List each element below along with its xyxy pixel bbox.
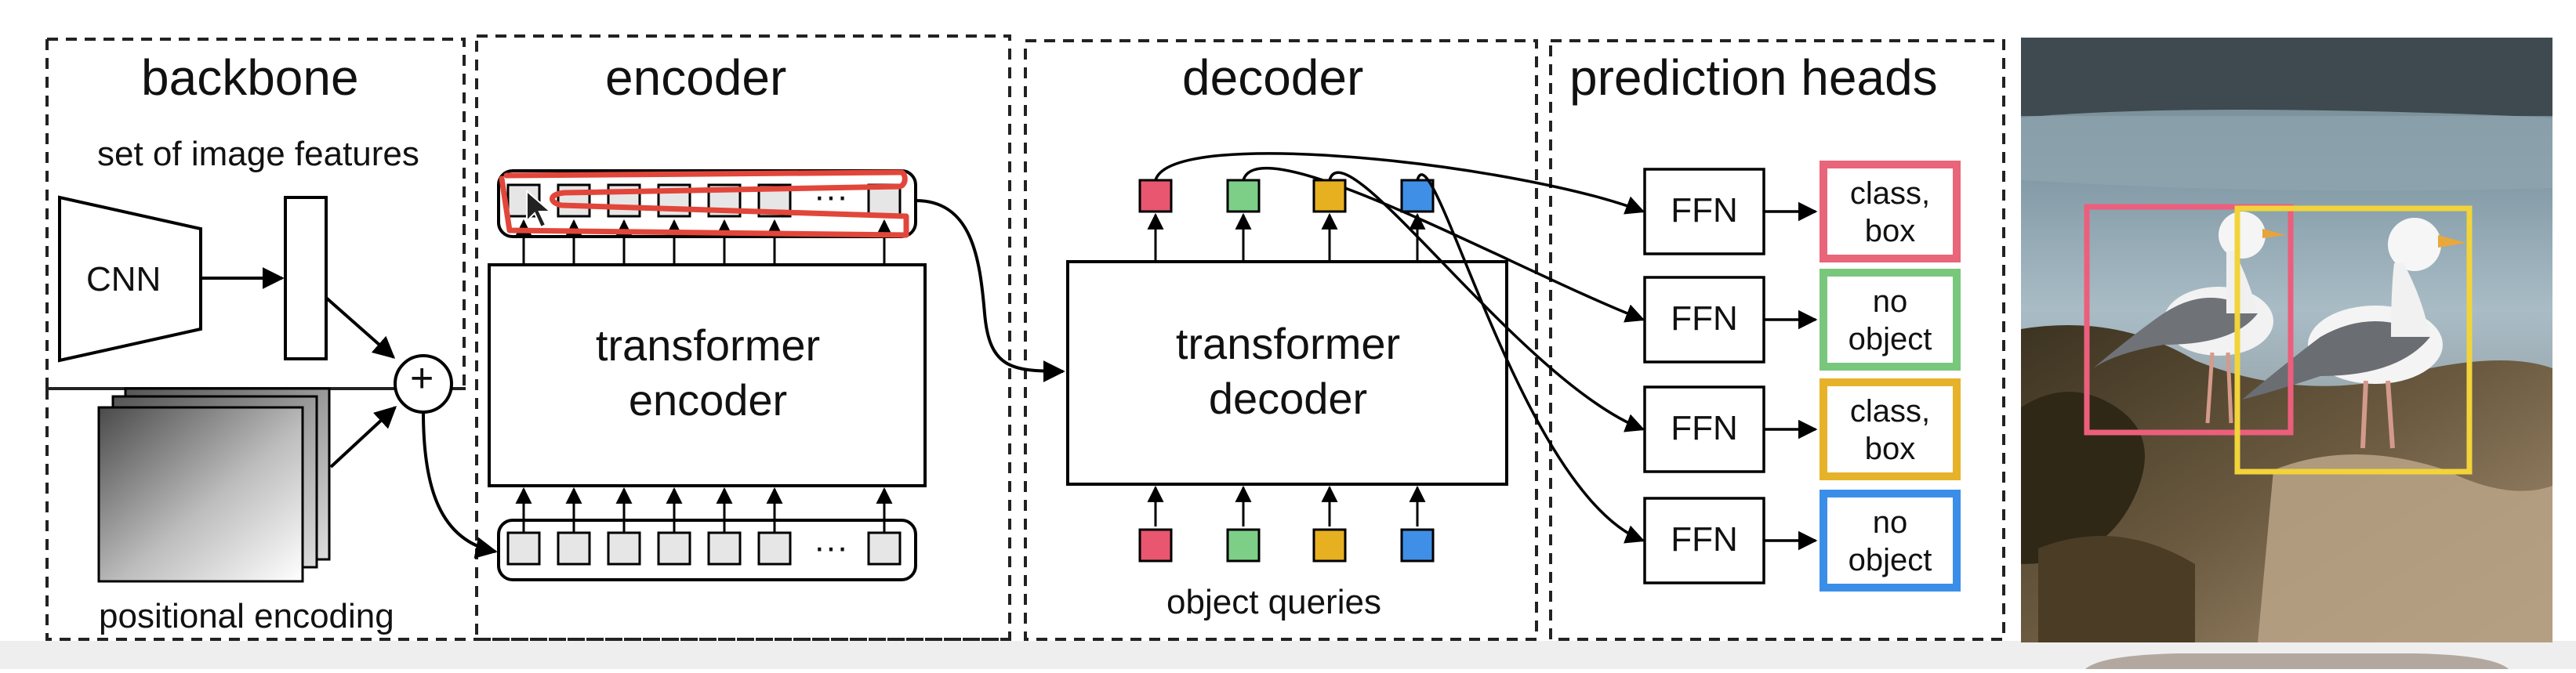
plus-symbol: + [410, 356, 434, 401]
features-label: set of image features [97, 135, 419, 173]
encoder-top-ellipsis: ··· [814, 177, 848, 215]
decoder-to-ffn-arrow [1416, 173, 1645, 544]
encoder-title: encoder [605, 49, 787, 106]
object-query-square [1400, 528, 1435, 563]
arrow-plus-to-encoder-input [422, 411, 498, 559]
decoder-frame [1024, 39, 1538, 641]
prediction-label-line2: object [1848, 543, 1932, 577]
decoder-output-square [1226, 179, 1261, 213]
ffn-label: FFN [1671, 409, 1738, 447]
arrow-pos-to-plus [329, 406, 397, 469]
ffn-label: FFN [1671, 299, 1738, 338]
decoder-queries-and-outputs [1138, 152, 1645, 563]
arrow-features-to-plus [325, 296, 396, 359]
prediction-output-box [1820, 269, 1961, 371]
prediction-label-line1: no [1872, 505, 1908, 540]
bottom-capsule [2085, 653, 2509, 669]
ffn-label: FFN [1671, 520, 1738, 559]
arrow-encoder-to-decoder [915, 199, 1065, 382]
decoder-to-ffn-arrow [1328, 171, 1645, 432]
prediction-label-line2: box [1864, 214, 1916, 248]
decoder-output-square [1138, 179, 1173, 213]
decoder-output-square [1312, 179, 1347, 213]
ffn-block [1643, 276, 1765, 364]
prediction-label-line2: object [1848, 322, 1932, 356]
decoder-block-line1: transformer [1175, 319, 1401, 368]
encoder-input-token [607, 531, 641, 566]
encoder-bottom-ellipsis: ··· [814, 528, 848, 566]
transformer-encoder-block [488, 263, 927, 487]
decoder-block-line2: decoder [1208, 374, 1368, 423]
prediction-heads-group [1643, 161, 1961, 592]
positional-encoding-label: positional encoding [99, 597, 394, 635]
encoder-input-strip [497, 519, 917, 581]
prediction-output-box [1820, 161, 1961, 262]
pos-layer-1 [97, 406, 304, 583]
prediction-label-line1: class, [1849, 176, 1931, 211]
encoder-input-token [757, 531, 792, 566]
prediction-label-line2: box [1864, 432, 1916, 466]
backbone-frame [47, 38, 466, 389]
decoder-to-ffn-arrow [1154, 152, 1645, 215]
encoder-output-token [557, 183, 591, 218]
mouse-cursor-icon [526, 189, 553, 229]
decoder-title: decoder [1182, 49, 1364, 106]
cnn-trapezoid [58, 195, 202, 363]
cnn-label: CNN [86, 260, 161, 299]
prediction-label-line1: no [1872, 284, 1908, 319]
encoder-block-line2: encoder [628, 375, 788, 425]
encoder-frame [475, 34, 1011, 641]
decoder-output-square [1400, 179, 1435, 213]
ffn-block [1643, 168, 1765, 255]
backbone-title: backbone [141, 49, 359, 106]
object-queries-label: object queries [1166, 583, 1381, 621]
object-query-square [1226, 528, 1261, 563]
prediction-output-box [1820, 378, 1961, 480]
encoder-input-token [557, 531, 591, 566]
seagull-photo [2021, 38, 2552, 642]
heads-frame [1549, 39, 2005, 641]
ffn-block [1643, 385, 1765, 473]
encoder-input-token [506, 531, 541, 566]
feature-map [284, 196, 328, 360]
encoder-input-tokens [506, 531, 902, 566]
prediction-output-box [1820, 490, 1961, 592]
object-query-square [1312, 528, 1347, 563]
encoder-block-line1: transformer [595, 320, 821, 370]
ffn-label: FFN [1671, 191, 1738, 230]
bird-box-yellow [2234, 205, 2473, 475]
ffn-block [1643, 497, 1765, 584]
bird-box-pink [2084, 204, 2294, 436]
transformer-decoder-block [1066, 260, 1508, 486]
prediction-label-line1: class, [1849, 394, 1931, 429]
encoder-input-token [867, 531, 902, 566]
red-annotation-scribble [499, 169, 909, 238]
encoder-input-token [707, 531, 742, 566]
object-query-square [1138, 528, 1173, 563]
prediction-heads-title: prediction heads [1569, 49, 1938, 106]
encoder-input-token [657, 531, 691, 566]
